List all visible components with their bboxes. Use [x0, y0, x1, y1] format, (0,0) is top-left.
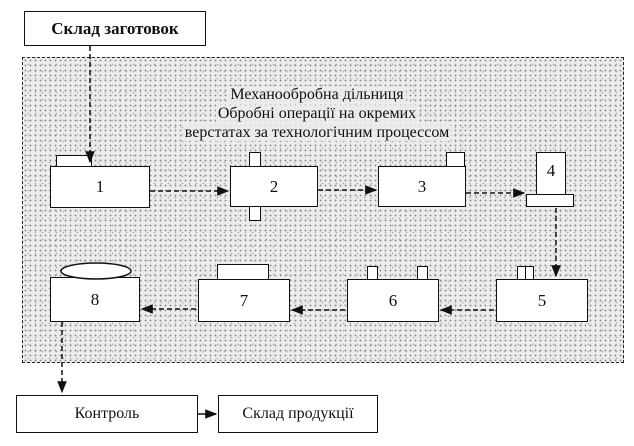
machine-8-label: 8: [90, 289, 100, 309]
machine-2-bottom-spindle: [249, 206, 261, 221]
machine-7: 7: [198, 279, 290, 322]
machine-4: 4: [536, 152, 566, 195]
machine-5-label: 5: [537, 290, 547, 310]
machine-4-label: 4: [546, 161, 556, 180]
machine-3-label: 3: [417, 176, 427, 196]
machine-1: 1: [50, 166, 150, 208]
machine-7-label: 7: [239, 290, 249, 310]
section-subtitle-1: Обробні операції на окремих: [215, 105, 419, 122]
machine-1-label: 1: [95, 177, 105, 196]
section-title: Механообробна дільниця: [228, 86, 406, 103]
machine-6: 6: [347, 279, 439, 322]
machine-2-label: 2: [269, 176, 279, 196]
machine-4-base: [526, 194, 574, 207]
machine-8: 8: [50, 277, 140, 322]
machine-5: 5: [496, 279, 588, 322]
machine-2: 2: [230, 166, 318, 207]
warehouse-blanks-box: Склад заготовок: [24, 11, 206, 46]
section-subtitle-2: верстатах за технологічним процессом: [182, 124, 452, 141]
machine-8-round-table: [60, 262, 132, 280]
machine-6-label: 6: [388, 290, 398, 310]
warehouse-products-box: Склад продукції: [218, 395, 378, 433]
machine-3: 3: [378, 166, 466, 207]
control-box: Контроль: [16, 395, 198, 433]
